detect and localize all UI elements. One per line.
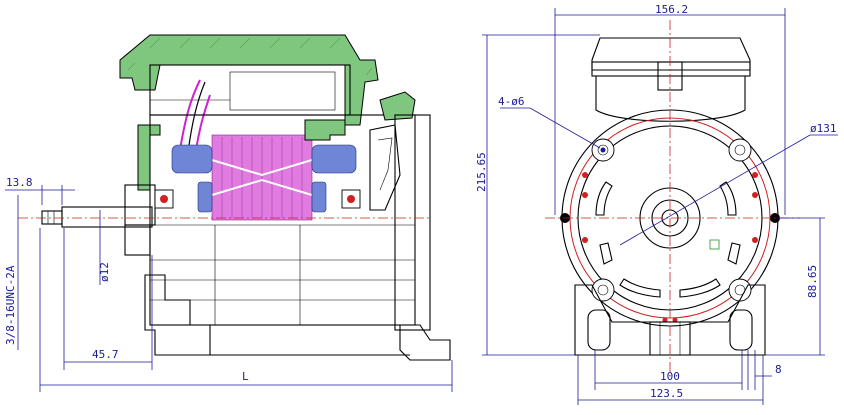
side-view: 13.8 3/8-16UNC-2A ø12 45.7 L xyxy=(4,34,453,392)
rear-end-bell xyxy=(304,119,346,141)
lead-wire xyxy=(195,94,211,151)
bearing-ball xyxy=(160,195,168,203)
terminal-block xyxy=(229,71,336,111)
terminal-box xyxy=(149,64,351,116)
dim-overall-length: L xyxy=(242,370,249,383)
dim-holes: 4-ø6 xyxy=(498,95,525,108)
fan-cover xyxy=(394,114,431,331)
shaft-collar xyxy=(124,224,151,256)
cooling-fan xyxy=(369,124,401,211)
end-winding-right xyxy=(311,144,357,174)
front-view: 156.2 215.65 4-ø6 ø131 88.65 100 xyxy=(475,3,838,405)
winding-right-lower xyxy=(311,181,327,213)
housing-hatching xyxy=(127,37,373,76)
fan-cover-top xyxy=(379,91,416,121)
front-end-bell xyxy=(137,124,161,191)
mounting-base xyxy=(144,274,211,356)
lead-wire xyxy=(179,79,201,151)
stator-lamination-lines xyxy=(221,137,303,218)
dim-shaft-length: 45.7 xyxy=(92,348,119,361)
end-winding-left xyxy=(171,144,213,174)
mount-hole xyxy=(728,138,752,162)
terminal-box-lid xyxy=(591,61,751,77)
mounting-holes xyxy=(560,138,780,302)
side-dimensions: 13.8 3/8-16UNC-2A ø12 45.7 L xyxy=(4,176,453,392)
dim-base-outer: 123.5 xyxy=(650,387,683,400)
mount-hole xyxy=(728,278,752,302)
vent-slots xyxy=(595,181,741,298)
ground-mark xyxy=(709,239,720,250)
dim-foot-width: 8 xyxy=(775,363,782,376)
dim-thread: 3/8-16UNC-2A xyxy=(4,265,17,345)
dim-base-inner: 100 xyxy=(660,370,680,383)
dim-shaft-dia: ø12 xyxy=(98,262,111,282)
dim-center-height: 88.65 xyxy=(806,265,819,298)
dim-shaft-end: 13.8 xyxy=(6,176,33,189)
dim-circle-dia: ø131 xyxy=(810,122,837,135)
shaft xyxy=(61,206,153,228)
shaft-thread xyxy=(41,210,63,225)
rear-foot xyxy=(399,324,451,361)
front-base xyxy=(574,284,766,356)
dim-width: 156.2 xyxy=(655,3,688,16)
red-marks xyxy=(582,172,758,323)
terminal-box-front xyxy=(591,37,751,71)
base-foot-right xyxy=(729,309,753,351)
base-foot-left xyxy=(587,309,611,351)
terminal-box-body xyxy=(595,76,746,122)
terminal-box-housing xyxy=(119,34,379,126)
front-dimensions: 156.2 215.65 4-ø6 ø131 88.65 100 xyxy=(475,3,838,405)
dim-height: 215.65 xyxy=(475,152,488,192)
winding-left-lower xyxy=(197,181,213,213)
